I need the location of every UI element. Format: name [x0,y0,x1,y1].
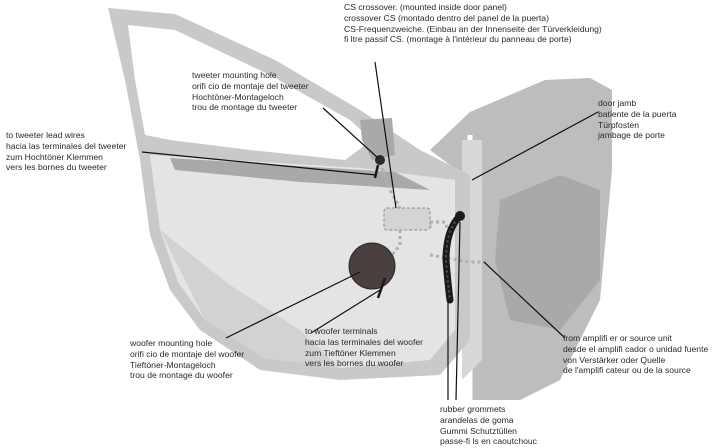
callout-line: orifi cio de montaje del tweeter [192,80,309,91]
callout-line: rubber grommets [440,404,506,414]
door-panel-lower [160,230,340,368]
window-opening [128,25,372,160]
callout-line: hacia las terminales del tweeter [6,140,127,151]
callout-line: orifi cio de montaje del woofer [130,348,245,359]
callout-line: door jamb [598,98,637,108]
leader-lines [141,61,599,401]
leader-door-jamb [471,111,599,181]
route-tweeter-to-crossover [380,167,402,209]
callout-line: Hochtöner-Montageloch [192,91,284,102]
armrest-shape [170,158,430,190]
callout-line: vers les bornes du tweeter [6,162,107,173]
callout-line: de l'amplifi cateur ou de la source [563,365,691,376]
grommet-top [455,211,465,221]
tweeter-wire [373,164,380,179]
callout-line: Türpfosten [598,119,640,130]
callout-line: CS-Frequenzweiche. (Einbau an der Innens… [344,23,602,34]
callout-line: to tweeter lead wires [6,130,85,140]
callout-amplifier: from amplifi er or source unit desde el … [563,333,708,376]
callout-line: desde el amplifi cador o unidad fuente [563,343,709,354]
callout-line: von Verstärker oder Quelle [563,354,666,365]
leader-amplifier [483,261,566,339]
route-crossover-to-woofer [390,230,402,256]
callout-line: trou de montage du woofer [130,370,233,381]
callout-line: CS crossover. (mounted inside door panel… [344,2,507,12]
callout-line: trou de montage du tweeter [192,102,298,113]
callout-line: vers les bornes du woofer [305,358,404,369]
callout-line: tweeter mounting hole [192,70,277,80]
crossover-box [383,207,431,231]
interior-seat-shape [495,175,600,330]
leader-tweeter-leads [141,151,377,176]
leader-cs-crossover [374,61,397,209]
callout-line: zum Tieftöner Klemmen [305,347,396,358]
callout-line: arandelas de goma [440,414,514,425]
callout-woofer-terminals: to woofer terminals hacia las terminales… [305,326,423,369]
callout-tweeter-leads: to tweeter lead wires hacia las terminal… [6,130,126,173]
callout-line: crossover CS (montado dentro del panel d… [344,12,549,23]
callout-woofer-hole: woofer mounting hole orifi cio de montaj… [130,338,244,381]
callout-tweeter-hole: tweeter mounting hole orifi cio de monta… [192,70,309,113]
callout-line: hacia las terminales del woofer [305,336,423,347]
callout-line: passe-fi ls en caoutchouc [440,436,537,447]
woofer-wire [376,277,387,299]
callout-grommets: rubber grommets arandelas de goma Gummi … [440,404,537,447]
callout-line: to woofer terminals [305,326,378,336]
callout-line: woofer mounting hole [130,338,213,348]
callout-line: Gummi Schutztüllen [440,425,517,436]
door [108,8,470,380]
leader-grommets-right [455,221,461,401]
leader-woofer-hole [225,271,361,339]
woofer-hole [349,243,395,289]
callout-line: jambage de porte [598,130,665,141]
grommet-wire-loom [442,211,465,304]
callout-line: zum Hochtöner Klemmen [6,151,103,162]
callout-line: fi ltre passif CS. (montage à l'intérieu… [344,34,572,45]
leader-woofer-terminals [310,289,381,334]
woofer-hole-rim [348,242,396,290]
wire-loom-highlight [444,217,459,301]
callout-cs-crossover: CS crossover. (mounted inside door panel… [344,2,602,45]
callout-line: batiente de la puerta [598,108,677,119]
callout-door-jamb: door jamb batiente de la puerta Türpfost… [598,98,676,141]
callout-line: from amplifi er or source unit [563,333,672,343]
leader-tweeter-hole [322,107,379,159]
callout-line: Tieftöner-Montageloch [130,359,216,370]
